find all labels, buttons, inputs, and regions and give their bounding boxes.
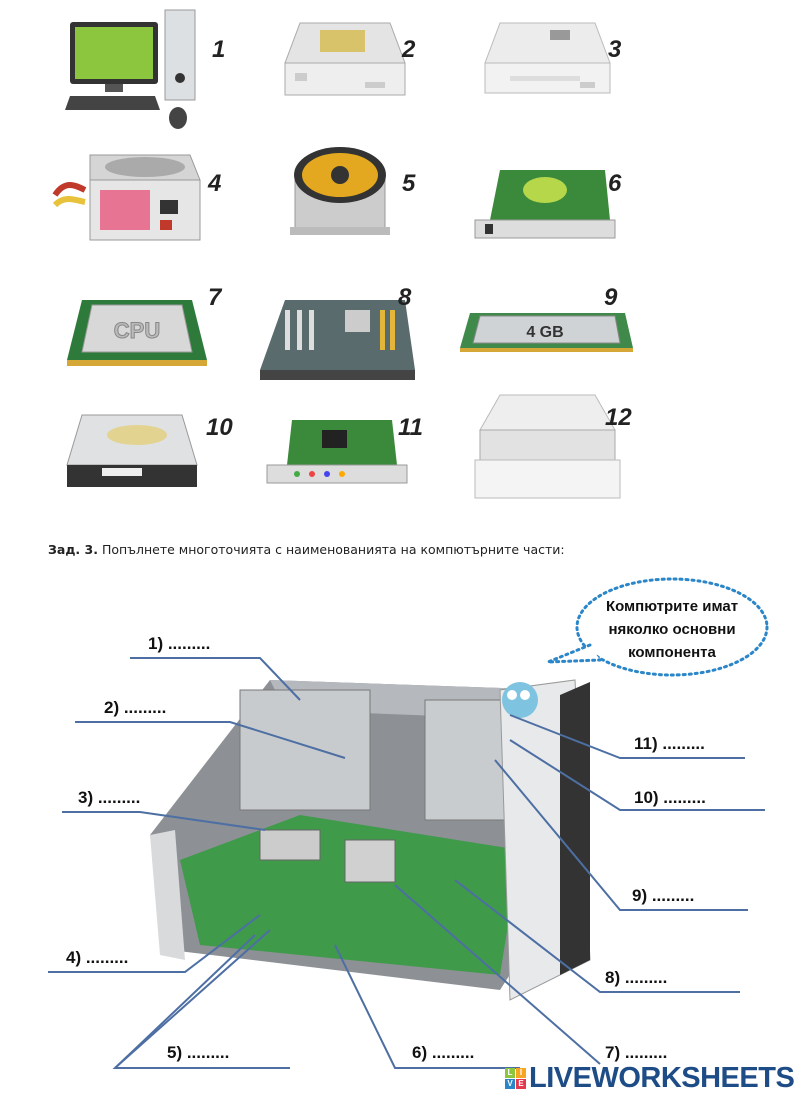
item-number: 10 (206, 414, 233, 441)
logo-letter: V (505, 1079, 515, 1089)
dvd-drive-icon (474, 394, 621, 499)
item-number: 12 (605, 404, 632, 431)
video-card-icon (474, 170, 616, 239)
item-number: 4 (208, 170, 222, 197)
logo-letter: E (516, 1079, 526, 1089)
task-label: Зад. 3. (48, 542, 98, 557)
item-number: 5 (402, 170, 416, 197)
item-number: 11 (398, 414, 423, 441)
blank-label-7[interactable]: 7) ......... (605, 1043, 667, 1062)
item-number: 7 (208, 284, 222, 311)
task-text: Попълнете многоточията с наименованията … (101, 542, 565, 557)
cpu-label: CPU (114, 318, 160, 343)
blank-label-11[interactable]: 11) ......... (634, 734, 705, 753)
motherboard-icon (260, 300, 415, 380)
task-instruction: Зад. 3. Попълнете многоточията с наимено… (48, 542, 565, 557)
cpu-icon: CPU (67, 300, 207, 366)
open-computer-case-illustration (150, 679, 591, 1001)
ram-module-icon: 4 GB (460, 313, 633, 352)
blank-label-6[interactable]: 6) ......... (412, 1043, 474, 1062)
blank-label-2[interactable]: 2) ......... (104, 698, 166, 717)
logo-letter: L (505, 1068, 515, 1078)
logo-text: LIVEWORKSHEETS (529, 1062, 795, 1094)
ram-label: 4 GB (526, 324, 563, 341)
hard-disk-icon (66, 414, 198, 487)
bubble-line: няколко основни (608, 621, 735, 638)
floppy-drive-icon (484, 22, 611, 94)
sound-card-icon (266, 420, 408, 484)
item-number: 8 (398, 284, 412, 311)
leader-lines (48, 657, 765, 1069)
item-number: 6 (608, 170, 622, 197)
cpu-cooler-icon (290, 147, 390, 235)
desktop-computer-icon (65, 9, 196, 129)
computer-diagram: Компютрите имат няколко основни компонен… (48, 577, 769, 1069)
blank-label-10[interactable]: 10) ......... (634, 788, 706, 807)
item-number: 3 (608, 36, 622, 63)
blank-label-9[interactable]: 9) ......... (632, 886, 694, 905)
item-number: 9 (604, 284, 618, 311)
item-number: 2 (402, 36, 416, 63)
item-number: 1 (212, 36, 226, 63)
blank-label-8[interactable]: 8) ......... (605, 968, 667, 987)
logo-letter: I (516, 1068, 526, 1078)
speech-bubble: Компютрите имат няколко основни компонен… (547, 577, 769, 677)
blank-label-4[interactable]: 4) ......... (66, 948, 128, 967)
bubble-line: компонента (628, 644, 716, 661)
liveworksheets-logo: L I V E LIVEWORKSHEETS (505, 1062, 795, 1095)
blank-label-5[interactable]: 5) ......... (167, 1043, 229, 1062)
blank-label-3[interactable]: 3) ......... (78, 788, 140, 807)
logo-mark-icon: L I V E (505, 1068, 526, 1089)
power-supply-icon (52, 154, 201, 241)
blank-label-1[interactable]: 1) ......... (148, 634, 210, 653)
optical-drive-icon (284, 22, 406, 96)
bubble-line: Компютрите имат (606, 598, 738, 615)
